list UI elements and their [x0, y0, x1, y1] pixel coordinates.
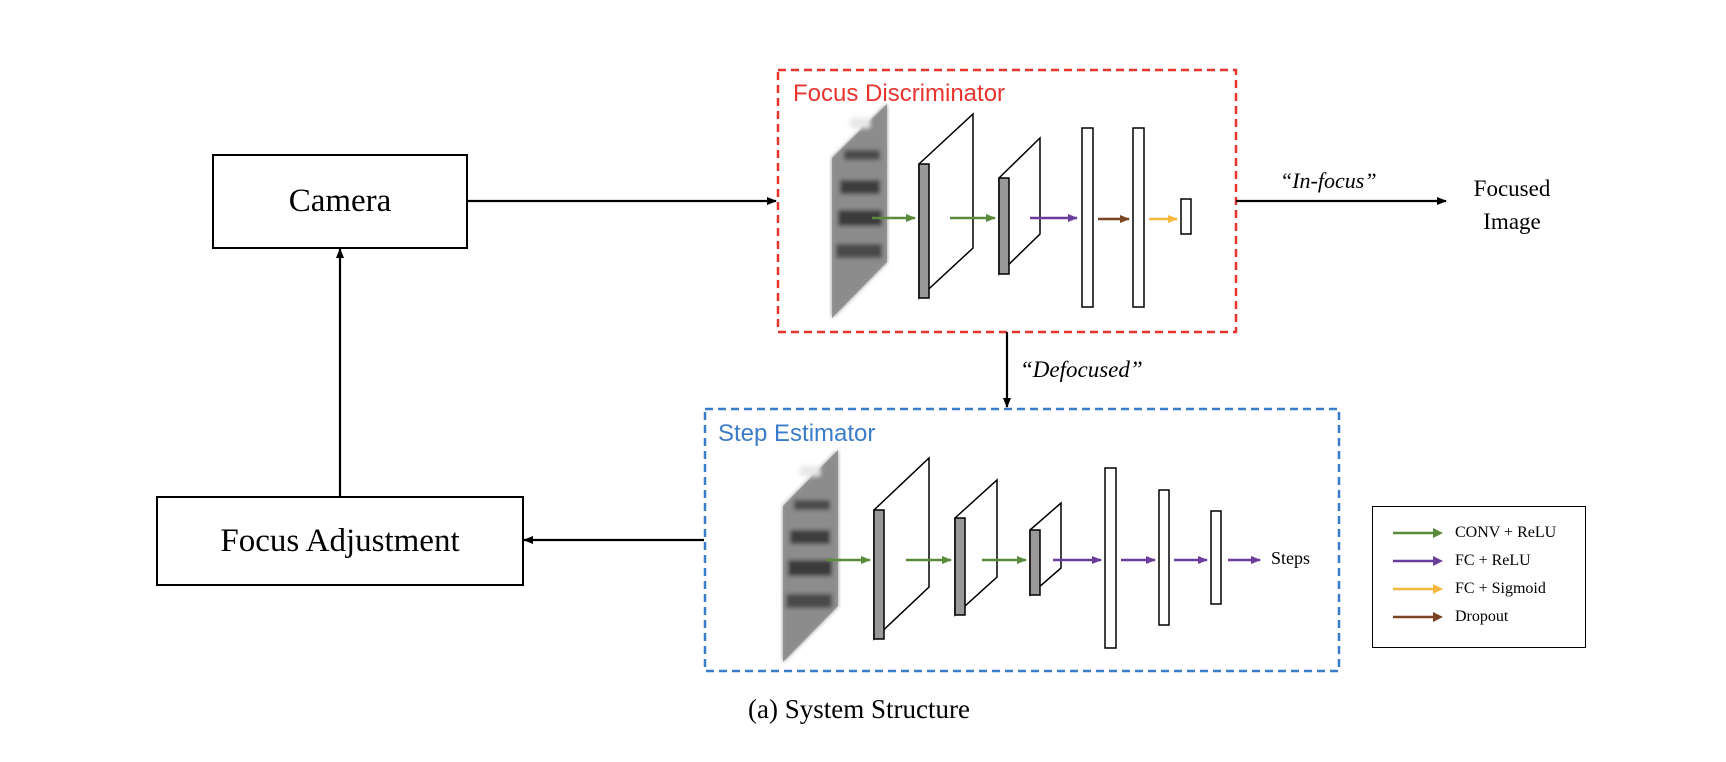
estimator-conv-layer-1	[873, 456, 930, 641]
focus-discriminator-title: Focus Discriminator	[793, 80, 1006, 107]
purple-arrow-icon	[1393, 556, 1443, 566]
discriminator-input-image	[832, 104, 887, 318]
estimator-fc-layer-3	[1210, 510, 1222, 605]
legend: CONV + ReLU FC + ReLU FC + Sigmoid Dropo…	[1372, 506, 1586, 648]
discriminator-conv-layer-1	[918, 112, 974, 300]
discriminator-fc-layer-1	[1081, 127, 1094, 308]
step-estimator-frame	[703, 407, 1341, 673]
legend-label: Dropout	[1455, 608, 1509, 625]
focused-image-label-line1: Focused	[1473, 176, 1551, 201]
defocused-label: “Defocused”	[1020, 357, 1143, 382]
discriminator-conv-layer-2	[998, 136, 1041, 276]
legend-label: FC + Sigmoid	[1455, 580, 1546, 597]
focus-adjustment-block: Focus Adjustment	[156, 496, 524, 586]
figure-caption: (a) System Structure	[748, 694, 970, 724]
estimator-input-image	[783, 450, 838, 662]
legend-item-dropout: Dropout	[1393, 606, 1508, 628]
camera-block: Camera	[212, 154, 468, 249]
legend-item-fc-sigmoid: FC + Sigmoid	[1393, 578, 1546, 600]
step-estimator-title: Step Estimator	[718, 420, 876, 447]
yellow-arrow-icon	[1393, 584, 1443, 594]
legend-label: CONV + ReLU	[1455, 524, 1557, 541]
legend-item-fc-relu: FC + ReLU	[1393, 550, 1531, 572]
focused-image-label-line2: Image	[1483, 209, 1541, 234]
estimator-fc-layer-1	[1104, 467, 1117, 649]
camera-label: Camera	[288, 183, 392, 219]
discriminator-output-node	[1180, 198, 1192, 235]
steps-label: Steps	[1271, 548, 1311, 568]
in-focus-label: “In-focus”	[1280, 168, 1377, 193]
focus-adjustment-label: Focus Adjustment	[220, 522, 460, 559]
legend-item-conv-relu: CONV + ReLU	[1393, 522, 1556, 544]
estimator-fc-layer-2	[1158, 489, 1170, 626]
discriminator-fc-layer-2	[1132, 127, 1145, 308]
green-arrow-icon	[1393, 528, 1443, 538]
legend-label: FC + ReLU	[1455, 552, 1531, 569]
estimator-conv-layer-3	[1029, 501, 1062, 597]
brown-arrow-icon	[1393, 612, 1443, 622]
estimator-conv-layer-2	[954, 478, 998, 617]
